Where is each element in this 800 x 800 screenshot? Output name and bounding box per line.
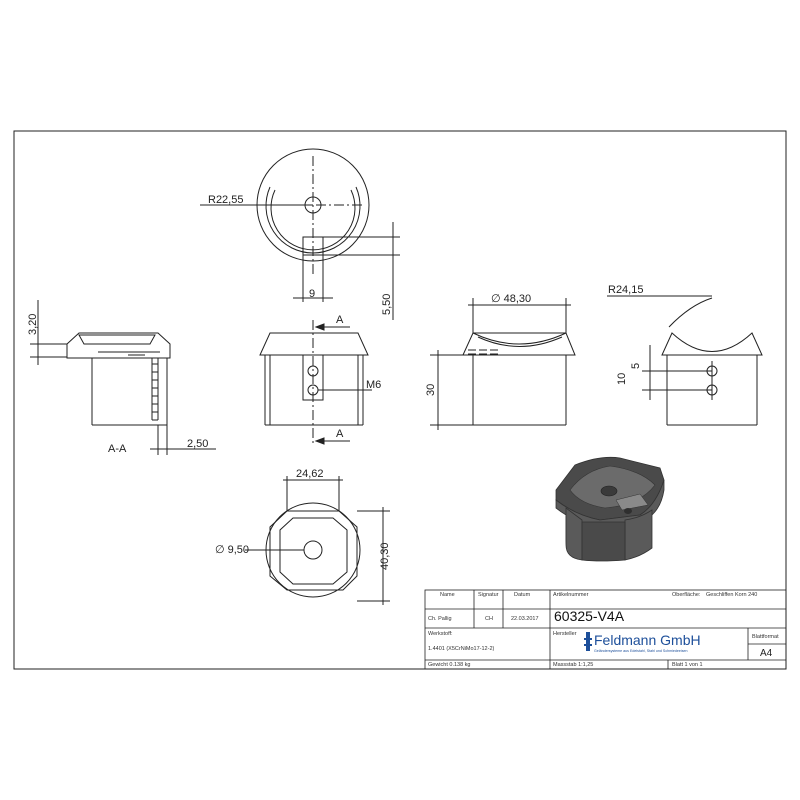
company-tagline: Geländersysteme aus Edelstahl, Stahl und… [594,649,688,653]
section-view [30,300,216,455]
isometric-part-render [555,456,665,562]
front-view [259,320,372,445]
right-view [607,295,763,426]
right-radius-label: R24,15 [608,284,643,296]
surface-value: Geschliffen Korn 240 [706,592,757,598]
top-view-radius-label: R22,55 [208,194,243,206]
section-mark-top: A [336,314,344,326]
manufacturer-label: Hersteller [553,631,577,637]
company-name: Feldmann GmbH [594,632,701,648]
section-wall-label: 2,50 [187,438,208,450]
article-number: 60325-V4A [554,608,625,624]
col-header-date: Datum [514,592,531,598]
section-arrows [314,323,350,445]
material-value: 1.4401 (X5CrNiMo17-12-2) [428,646,495,652]
side-view [430,298,576,430]
side-height-label: 30 [425,384,437,396]
top-view-slot-width-label: 9 [309,288,315,300]
bottom-view [245,476,390,605]
right-hole-spacing-label: 5 [630,363,642,369]
company-logo: Feldmann GmbH Geländersysteme aus Edelst… [584,632,701,653]
col-header-signature: Signatur [478,592,499,598]
bottom-width-label: 24,62 [296,468,324,480]
right-hole-offset-label: 10 [616,373,628,385]
top-view-slot-depth-label: 5,50 [381,294,393,315]
sheet-value: Blatt 1 von 1 [672,662,703,668]
drawing-frame [13,130,787,670]
section-title-label: A-A [108,443,127,455]
signature-value: CH [485,616,493,622]
title-block [424,589,787,670]
date-value: 22.03.2017 [511,616,539,622]
article-label: Artikelnummer [553,592,589,598]
format-value: A4 [760,648,773,659]
surface-label: Oberfläche: [672,592,701,598]
section-mark-bottom: A [336,428,344,440]
drawn-by-value: Ch. Pallig [428,616,452,622]
section-lip-height-label: 3,20 [27,314,39,335]
format-label: Blattformat [752,634,779,640]
col-header-name: Name [440,592,455,598]
weight-value: Gewicht 0.138 kg [428,662,471,668]
scale-value: Massstab 1:1,25 [553,662,593,668]
material-label: Werkstoff: [428,631,453,637]
bottom-hole-label: ∅ 9,50 [215,544,249,556]
bottom-height-label: 40,30 [379,542,391,570]
thread-label: M6 [366,379,381,391]
side-diameter-label: ∅ 48,30 [491,293,531,305]
top-view [200,148,400,320]
